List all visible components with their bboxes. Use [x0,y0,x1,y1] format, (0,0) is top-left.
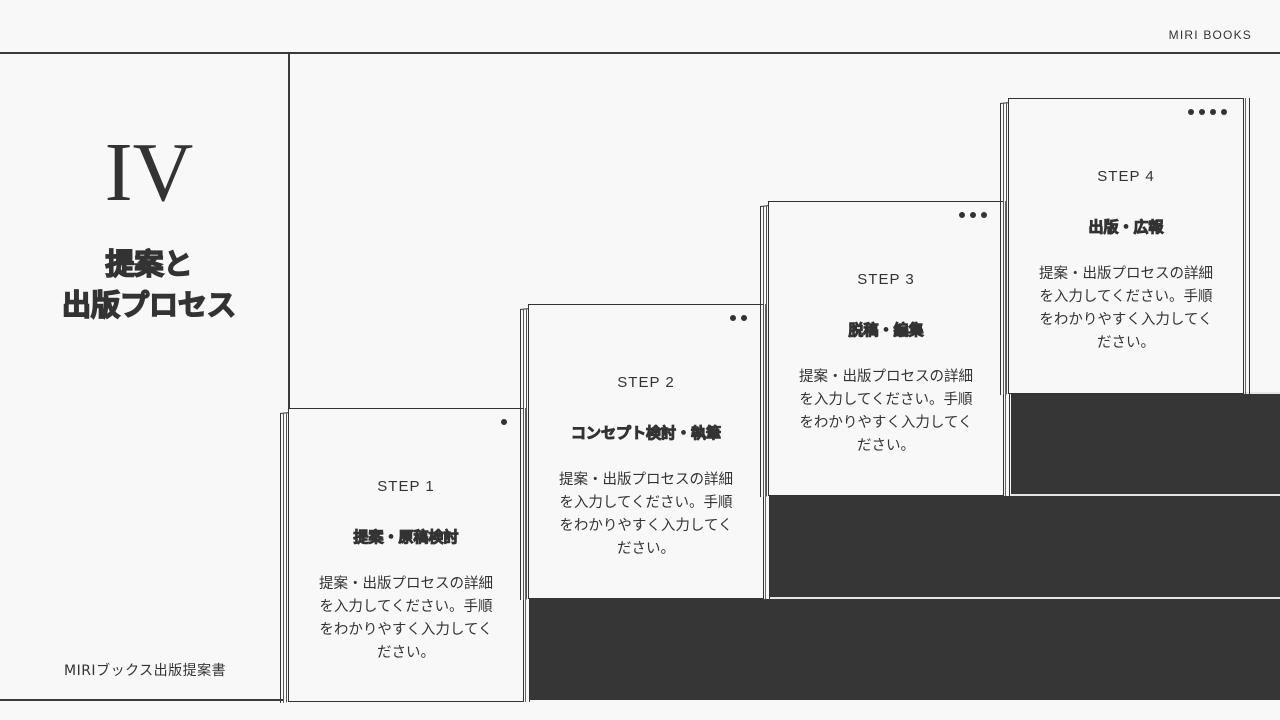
step-label: STEP 1 [377,478,435,495]
step-description: 提案・出版プロセスの詳細を入力してください。手順をわかりやすく入力してください。 [1039,266,1213,351]
step-title: 出版・広報 [1088,218,1164,237]
book-cover: STEP 3 脱稿・編集 提案・出版プロセスの詳細を入力してください。手順をわか… [768,201,1004,496]
stair-separator [770,597,1280,599]
dot-icon [1188,109,1194,115]
footer-divider [0,699,284,701]
footer-document-label: MIRIブックス出版提案書 [64,663,227,679]
book-spine [1243,98,1250,394]
step-label: STEP 4 [1097,168,1155,185]
chapter-title-line1: 提案と [105,246,194,282]
step-description: 提案・出版プロセスの詳細を入力してください。手順をわかりやすく入力してください。 [559,472,733,557]
step-title: 脱稿・編集 [848,321,924,340]
stair-step-4 [1011,393,1280,495]
step-dots [501,419,507,425]
step-description: 提案・出版プロセスの詳細を入力してください。手順をわかりやすく入力してください。 [799,369,973,454]
dot-icon [1221,109,1227,115]
step-label: STEP 2 [617,374,675,391]
step-card-2: STEP 2 コンセプト検討・執筆 提案・出版プロセスの詳細を入力してください。… [520,304,770,601]
header-divider [0,52,1280,54]
book-cover: STEP 4 出版・広報 提案・出版プロセスの詳細を入力してください。手順をわか… [1008,98,1244,394]
chapter-number: IV [104,126,194,219]
dot-icon [741,315,747,321]
dot-icon [970,212,976,218]
brand-label: MIRI BOOKS [1168,28,1252,42]
step-card-4: STEP 4 出版・広報 提案・出版プロセスの詳細を入力してください。手順をわか… [1000,98,1250,396]
step-label: STEP 3 [857,271,915,288]
step-description: 提案・出版プロセスの詳細を入力してください。手順をわかりやすく入力してください。 [319,576,493,661]
chapter-title: 提案と 出版プロセス [0,244,298,326]
step-card-1: STEP 1 提案・原稿検討 提案・出版プロセスの詳細を入力してください。手順を… [280,408,530,704]
step-card-3: STEP 3 脱稿・編集 提案・出版プロセスの詳細を入力してください。手順をわか… [760,201,1010,498]
book-cover: STEP 2 コンセプト検討・執筆 提案・出版プロセスの詳細を入力してください。… [528,304,764,599]
dot-icon [1210,109,1216,115]
dot-icon [959,212,965,218]
dot-icon [730,315,736,321]
sidebar-divider [288,53,290,409]
stair-separator [1011,494,1280,496]
dot-icon [1199,109,1205,115]
dot-icon [981,212,987,218]
step-dots [1188,109,1227,115]
step-dots [959,212,987,218]
step-title: 提案・原稿検討 [353,528,459,547]
dot-icon [501,419,507,425]
step-title: コンセプト検討・執筆 [570,424,721,443]
stair-step-2 [530,599,1280,700]
chapter-title-line2: 出版プロセス [61,287,237,323]
stair-step-3 [770,496,1280,598]
step-dots [730,315,747,321]
book-cover: STEP 1 提案・原稿検討 提案・出版プロセスの詳細を入力してください。手順を… [288,408,524,702]
